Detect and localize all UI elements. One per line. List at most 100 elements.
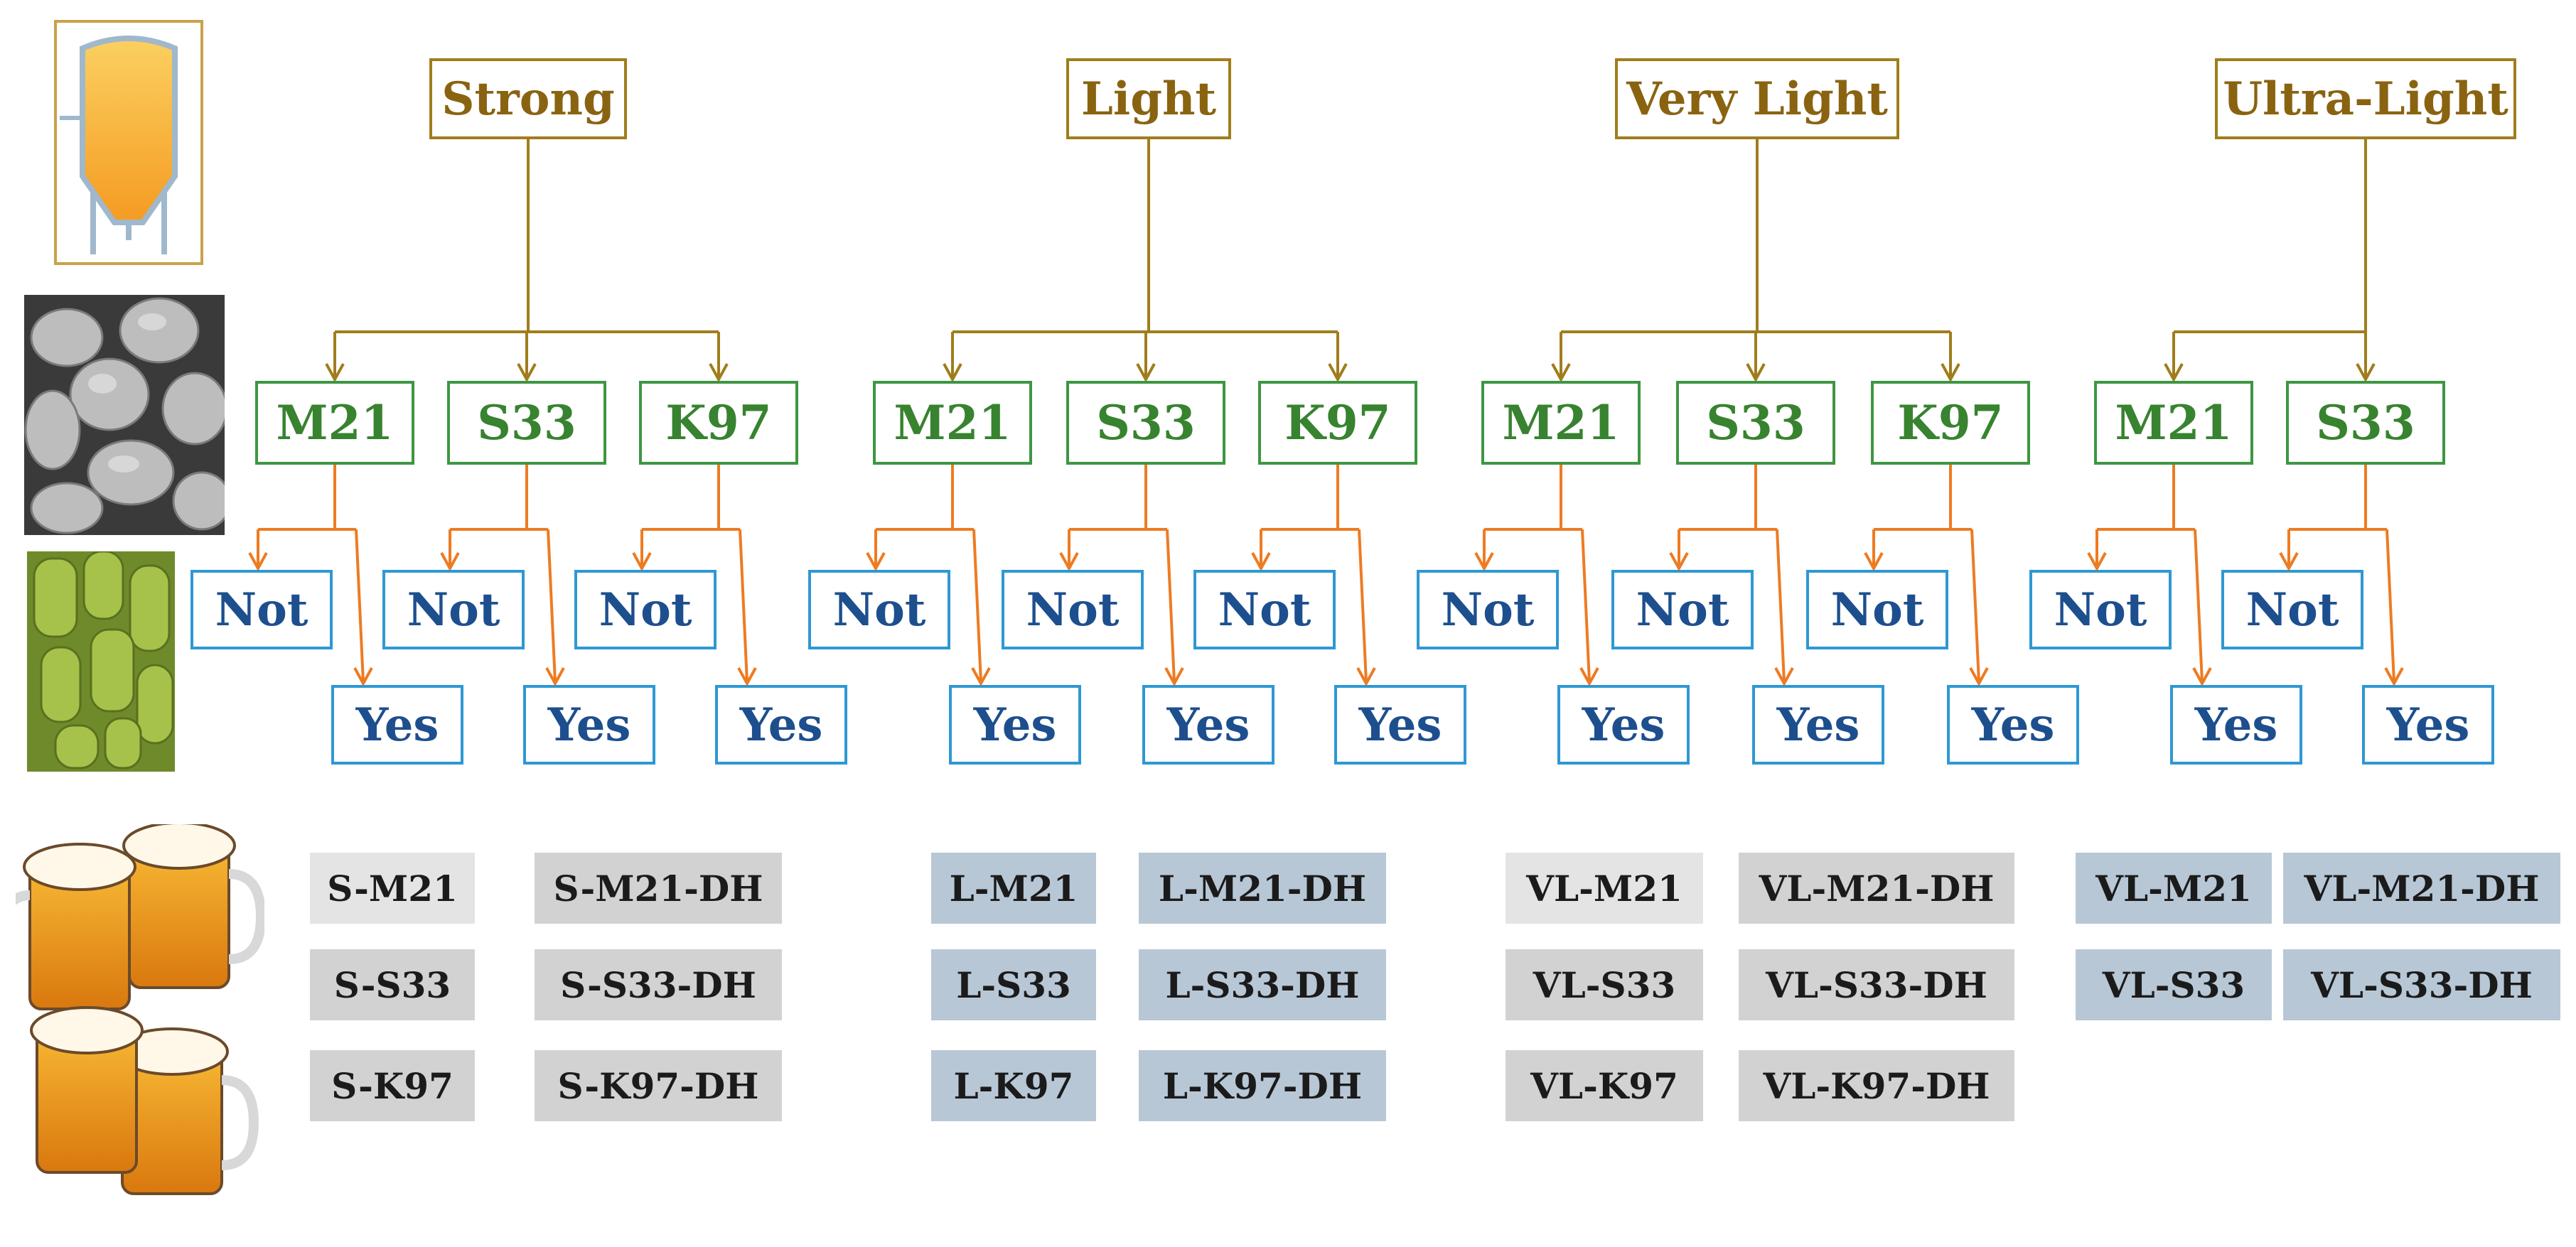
not-arrowhead — [1474, 552, 1494, 572]
yeast-box: S33 — [1676, 381, 1835, 465]
not-arrowhead — [248, 552, 268, 572]
option-not-box: Not — [574, 570, 717, 649]
yeast-arrowhead — [709, 363, 729, 383]
sample-label: VL-S33 — [2076, 949, 2272, 1020]
yeast-box: M21 — [255, 381, 414, 465]
yes-arrowhead — [737, 667, 757, 687]
yeast-box: S33 — [2286, 381, 2445, 465]
yes-drop — [1970, 529, 1980, 683]
option-yes-box: Yes — [1142, 685, 1274, 765]
yeast-arrowhead — [1328, 363, 1348, 383]
option-not-box: Not — [382, 570, 525, 649]
beer-mugs-image — [0, 821, 267, 1222]
sample-label: VL-K97-DH — [1739, 1050, 2014, 1121]
yes-drop — [547, 529, 557, 683]
style-box-2: Very Light — [1615, 58, 1899, 139]
yes-arrowhead — [353, 667, 373, 687]
yes-drop — [1581, 529, 1591, 683]
yeast-micrograph-image — [24, 295, 232, 535]
option-not-box: Not — [2029, 570, 2172, 649]
yeast-arrowhead — [1551, 363, 1571, 383]
yeast-box: S33 — [447, 381, 606, 465]
sample-label: S-M21 — [310, 853, 475, 924]
yeast-box: S33 — [1066, 381, 1225, 465]
yeast-arrowhead — [1746, 363, 1766, 383]
yes-arrowhead — [1164, 667, 1184, 687]
yes-arrowhead — [1969, 667, 1989, 687]
yes-arrowhead — [2192, 667, 2212, 687]
option-not-box: Not — [190, 570, 333, 649]
yes-arrowhead — [1579, 667, 1599, 687]
hop-pellets-image — [27, 550, 175, 772]
option-not-box: Not — [1002, 570, 1144, 649]
not-arrowhead — [1864, 552, 1884, 572]
not-arrowhead — [632, 552, 652, 572]
yes-drop — [2386, 529, 2395, 683]
yeast-box: K97 — [1258, 381, 1417, 465]
yes-drop — [2194, 529, 2204, 683]
option-not-box: Not — [1417, 570, 1559, 649]
sample-label: S-S33 — [310, 949, 475, 1020]
option-not-box: Not — [1806, 570, 1948, 649]
style-box-3: Ultra-Light — [2215, 58, 2516, 139]
yes-drop — [355, 529, 365, 683]
option-not-box: Not — [1611, 570, 1754, 649]
sample-label: L-M21 — [931, 853, 1096, 924]
yeast-arrowhead — [2164, 363, 2184, 383]
yeast-box: M21 — [2094, 381, 2253, 465]
sample-label: S-M21-DH — [535, 853, 782, 924]
option-yes-box: Yes — [1947, 685, 2079, 765]
yes-drop — [1358, 529, 1368, 683]
option-yes-box: Yes — [1557, 685, 1690, 765]
sample-label: VL-K97 — [1506, 1050, 1703, 1121]
yeast-box: K97 — [1871, 381, 2030, 465]
sample-label: VL-M21 — [1506, 853, 1703, 924]
sample-label: L-S33-DH — [1139, 949, 1386, 1020]
option-yes-box: Yes — [715, 685, 847, 765]
yes-drop — [1166, 529, 1176, 683]
yeast-box: M21 — [873, 381, 1032, 465]
yeast-arrowhead — [2356, 363, 2376, 383]
sample-label: VL-S33 — [1506, 949, 1703, 1020]
option-not-box: Not — [808, 570, 950, 649]
yeast-box: K97 — [639, 381, 798, 465]
sample-label: L-K97-DH — [1139, 1050, 1386, 1121]
yes-drop — [972, 529, 982, 683]
style-box-1: Light — [1066, 58, 1231, 139]
option-yes-box: Yes — [331, 685, 463, 765]
yes-arrowhead — [2384, 667, 2404, 687]
yes-arrowhead — [545, 667, 565, 687]
style-box-0: Strong — [429, 58, 627, 139]
fermenter-tank-icon — [54, 20, 203, 265]
option-yes-box: Yes — [1752, 685, 1884, 765]
option-yes-box: Yes — [1334, 685, 1466, 765]
sample-label: S-K97-DH — [535, 1050, 782, 1121]
sample-label: L-S33 — [931, 949, 1096, 1020]
yeast-arrowhead — [943, 363, 962, 383]
yes-arrowhead — [971, 667, 991, 687]
yeast-box: M21 — [1481, 381, 1641, 465]
sample-label: L-M21-DH — [1139, 853, 1386, 924]
not-arrowhead — [1059, 552, 1079, 572]
yes-arrowhead — [1774, 667, 1794, 687]
sample-label: VL-M21 — [2076, 853, 2272, 924]
sample-label: VL-M21-DH — [2283, 853, 2560, 924]
sample-label: VL-M21-DH — [1739, 853, 2014, 924]
yeast-arrowhead — [1136, 363, 1156, 383]
sample-label: VL-S33-DH — [2283, 949, 2560, 1020]
not-arrowhead — [2279, 552, 2299, 572]
yes-arrowhead — [1356, 667, 1376, 687]
yes-drop — [1776, 529, 1786, 683]
sample-label: L-K97 — [931, 1050, 1096, 1121]
option-yes-box: Yes — [523, 685, 655, 765]
option-yes-box: Yes — [949, 685, 1081, 765]
option-yes-box: Yes — [2170, 685, 2302, 765]
yeast-arrowhead — [325, 363, 345, 383]
yeast-arrowhead — [1941, 363, 1960, 383]
option-not-box: Not — [1193, 570, 1336, 649]
not-arrowhead — [866, 552, 886, 572]
option-not-box: Not — [2221, 570, 2363, 649]
not-arrowhead — [2087, 552, 2107, 572]
